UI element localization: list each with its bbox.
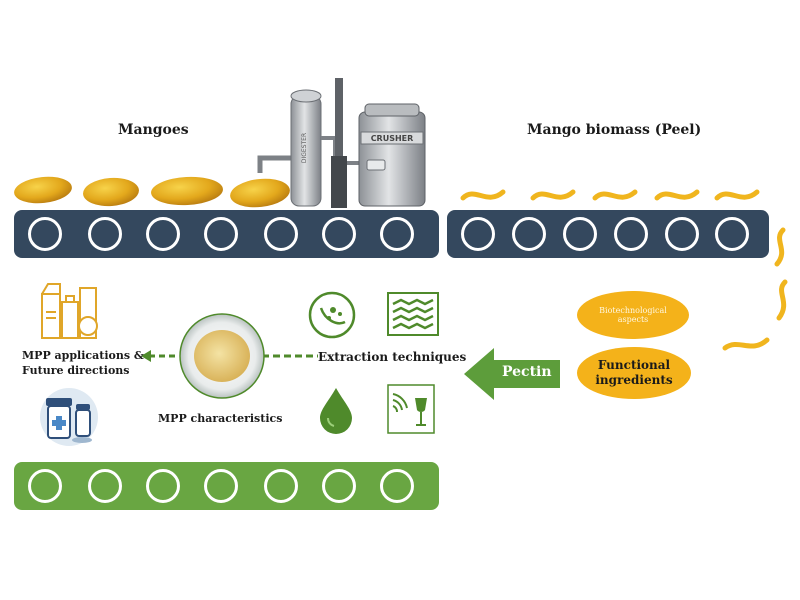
conveyor-belt-products	[14, 462, 439, 510]
pipe-column	[335, 78, 343, 208]
roller	[461, 217, 495, 251]
pectin-label: Pectin	[502, 364, 552, 380]
roller	[715, 217, 749, 251]
roller	[28, 469, 62, 503]
ultrasound-wave-icon	[387, 292, 439, 336]
functional-ingredients-oval: Functional ingredients	[577, 347, 691, 399]
biotechnological-aspects-oval: Biotechnological aspects	[577, 291, 689, 339]
roller	[322, 217, 356, 251]
roller	[264, 217, 298, 251]
tank-text: DIGESTER	[301, 133, 308, 163]
pectin-arrow	[464, 348, 560, 400]
roller	[614, 217, 648, 251]
dashed-arrow-left	[141, 350, 179, 362]
conveyor-belt-peel	[447, 210, 769, 258]
conveyor-belt-mangoes	[14, 210, 439, 258]
fragile-radiation-icon	[387, 384, 435, 434]
mpp-applications-line2: Future directions	[22, 364, 130, 377]
mango-4	[230, 178, 290, 208]
biotech-line2: aspects	[617, 315, 649, 324]
roller	[146, 469, 180, 503]
roller	[665, 217, 699, 251]
biotech-line1: Biotechnological	[599, 306, 667, 315]
mpp-characteristics-label: MPP characteristics	[158, 412, 283, 425]
roller	[204, 469, 238, 503]
roller	[264, 469, 298, 503]
roller	[204, 217, 238, 251]
roller	[88, 469, 122, 503]
extraction-techniques-label: Extraction techniques	[318, 350, 467, 364]
mangoes-label: Mangoes	[118, 122, 189, 138]
roller	[380, 469, 414, 503]
medicine-bottles-icon	[40, 388, 98, 446]
mango-3	[151, 176, 223, 206]
mango-2	[83, 177, 139, 207]
roller	[146, 217, 180, 251]
mango-biomass-label: Mango biomass (Peel)	[527, 122, 702, 138]
roller	[88, 217, 122, 251]
water-drop-icon	[320, 388, 352, 434]
food-packages-icon	[41, 283, 98, 339]
mango-peels-illustration	[460, 189, 788, 351]
crusher-machine	[358, 111, 426, 207]
roller	[28, 217, 62, 251]
pectin-powder-bowl-icon	[179, 313, 265, 399]
functional-line1: Functional	[597, 358, 671, 372]
roller	[380, 217, 414, 251]
dashed-connector	[262, 354, 318, 358]
functional-line2: ingredients	[595, 373, 673, 387]
mango-1	[14, 176, 72, 204]
mpp-applications-label: MPP applications & Future directions	[22, 348, 144, 378]
mpp-applications-line1: MPP applications &	[22, 349, 144, 362]
crusher-text: CRUSHER	[371, 134, 414, 143]
roller	[563, 217, 597, 251]
roller	[322, 469, 356, 503]
roller	[512, 217, 546, 251]
processing-machinery: DIGESTER CRUSHER	[257, 78, 426, 208]
mangoes-illustration	[14, 176, 290, 208]
microwave-extraction-icon	[308, 291, 356, 339]
